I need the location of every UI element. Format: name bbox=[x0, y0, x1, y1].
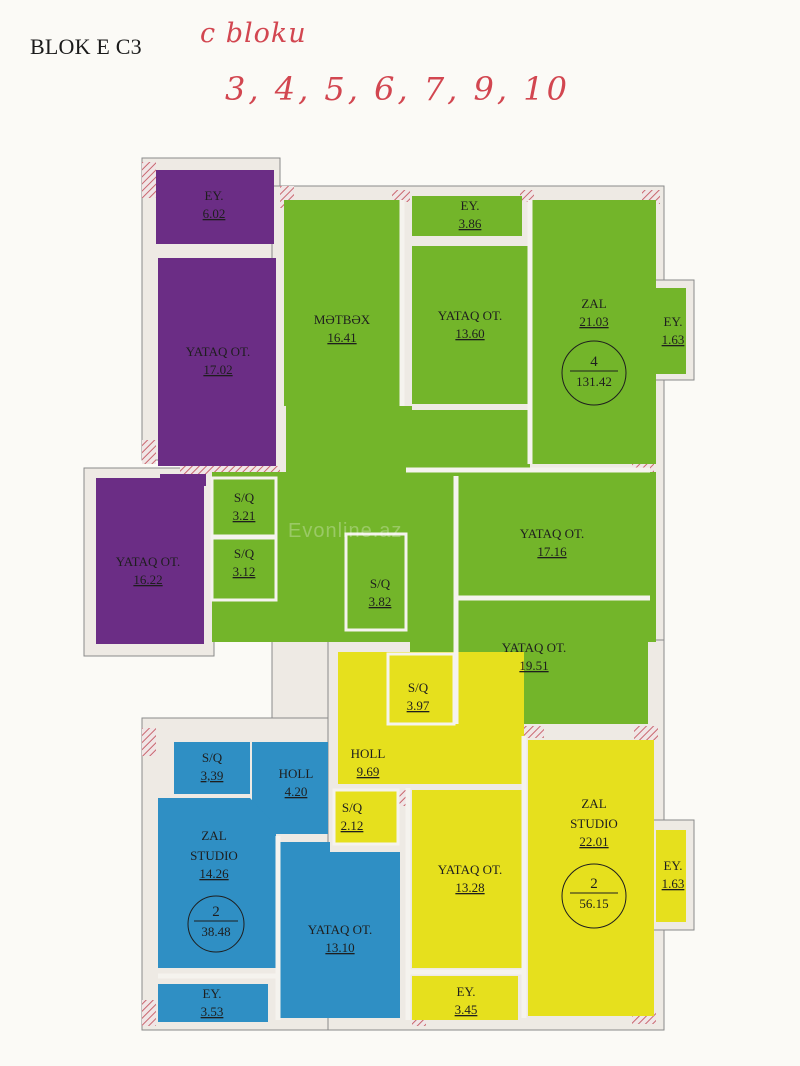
label-sq-397-area: 3.97 bbox=[407, 698, 430, 713]
label-zal-2103-area: 21.03 bbox=[579, 314, 608, 329]
label-ey-602-area: 6.02 bbox=[203, 206, 226, 221]
label-sq-339-area: 3,39 bbox=[201, 768, 224, 783]
room-sq-312 bbox=[210, 536, 278, 602]
room-ey-602 bbox=[156, 170, 274, 244]
label-sq-397-name: S/Q bbox=[408, 680, 429, 695]
label-ey-163-bottom-area: 1.63 bbox=[662, 876, 685, 891]
label-yataq-1622-name: YATAQ OT. bbox=[116, 554, 180, 569]
room-sq-212 bbox=[332, 788, 400, 846]
unit-green bbox=[210, 196, 686, 724]
room-sq-382 bbox=[344, 532, 408, 632]
green-corridor bbox=[286, 410, 530, 472]
unit-yellow-rooms: 2 bbox=[590, 876, 598, 892]
label-sq-212-area: 2.12 bbox=[341, 818, 364, 833]
label-zal-studio-1426-name2: STUDIO bbox=[190, 848, 238, 863]
room-yataq-1310 bbox=[280, 842, 400, 1018]
room-ey-345 bbox=[412, 976, 518, 1020]
unit-yellow-badge bbox=[561, 863, 627, 929]
label-ey-386-area: 3.86 bbox=[459, 216, 482, 231]
unit-blue bbox=[158, 742, 400, 1022]
label-ey-602-name: EY. bbox=[205, 188, 224, 203]
unit-green-badge bbox=[561, 340, 627, 406]
label-yataq-1951-area: 19.51 bbox=[519, 658, 548, 673]
handwritten-note-line1: c bloku bbox=[200, 18, 307, 49]
room-sq-339 bbox=[174, 742, 250, 794]
room-metbex bbox=[284, 200, 402, 406]
label-yataq-1328-name: YATAQ OT. bbox=[438, 862, 502, 877]
label-ey-386-name: EY. bbox=[461, 198, 480, 213]
label-sq-312-area: 3.12 bbox=[233, 564, 256, 579]
label-zal-studio-2201-area: 22.01 bbox=[579, 834, 608, 849]
label-zal-studio-1426-name1: ZAL bbox=[201, 828, 226, 843]
label-ey-163-top-name: EY. bbox=[664, 314, 683, 329]
room-yataq-1702 bbox=[158, 258, 276, 466]
unit-yellow-total: 56.15 bbox=[579, 896, 608, 911]
block-title: BLOK E C3 bbox=[30, 34, 142, 59]
unit-badge-labels: 4 131.42 2 56.15 2 38.48 bbox=[194, 354, 618, 939]
room-zal-studio-2201 bbox=[528, 740, 654, 1016]
label-yataq-1702-area: 17.02 bbox=[203, 362, 232, 377]
room-ey-353 bbox=[158, 984, 268, 1022]
label-holl-969-area: 9.69 bbox=[357, 764, 380, 779]
room-yataq-1622 bbox=[96, 478, 204, 644]
label-yataq-1310-area: 13.10 bbox=[325, 940, 354, 955]
unit-blue-badge bbox=[187, 895, 245, 953]
label-ey-345-name: EY. bbox=[457, 984, 476, 999]
room-zal-2103 bbox=[532, 200, 656, 464]
unit-purple bbox=[96, 170, 276, 644]
handwritten-note-line2: 3, 4, 5, 6, 7, 9, 10 bbox=[225, 70, 570, 108]
watermark: Evonline.az bbox=[288, 520, 403, 542]
unit-yellow bbox=[332, 652, 686, 1020]
room-ey-163-bottom bbox=[656, 830, 686, 922]
room-ey-163-top bbox=[656, 288, 686, 374]
label-sq-321-name: S/Q bbox=[234, 490, 255, 505]
room-sq-321 bbox=[210, 476, 278, 538]
label-yataq-1702-name: YATAQ OT. bbox=[186, 344, 250, 359]
label-zal-studio-2201-name2: STUDIO bbox=[570, 816, 618, 831]
label-holl-420-area: 4.20 bbox=[285, 784, 308, 799]
label-ey-345-area: 3.45 bbox=[455, 1002, 478, 1017]
label-ey-353-name: EY. bbox=[203, 986, 222, 1001]
label-yataq-1360-area: 13.60 bbox=[455, 326, 484, 341]
label-sq-382-name: S/Q bbox=[370, 576, 391, 591]
room-ey-386 bbox=[412, 196, 522, 236]
label-metbex-area: 16.41 bbox=[327, 330, 356, 345]
label-zal-studio-2201-name1: ZAL bbox=[581, 796, 606, 811]
label-holl-969-name: HOLL bbox=[351, 746, 386, 761]
label-sq-321-area: 3.21 bbox=[233, 508, 256, 523]
inner-walls bbox=[158, 200, 650, 1020]
label-yataq-1622-area: 16.22 bbox=[133, 572, 162, 587]
label-sq-339-name: S/Q bbox=[202, 750, 223, 765]
label-zal-2103-name: ZAL bbox=[581, 296, 606, 311]
label-sq-212-name: S/Q bbox=[342, 800, 363, 815]
unit-blue-total: 38.48 bbox=[201, 924, 230, 939]
label-yataq-1951-name: YATAQ OT. bbox=[502, 640, 566, 655]
room-zal-studio-1426 bbox=[158, 798, 276, 968]
label-holl-420-name: HOLL bbox=[279, 766, 314, 781]
label-ey-353-area: 3.53 bbox=[201, 1004, 224, 1019]
label-yataq-1328-area: 13.28 bbox=[455, 880, 484, 895]
label-yataq-1360-name: YATAQ OT. bbox=[438, 308, 502, 323]
label-sq-382-area: 3.82 bbox=[369, 594, 392, 609]
unit-blue-rooms: 2 bbox=[212, 904, 220, 920]
label-sq-312-name: S/Q bbox=[234, 546, 255, 561]
label-yataq-1310-name: YATAQ OT. bbox=[308, 922, 372, 937]
room-labels: EY. 6.02 YATAQ OT. 17.02 YATAQ OT. 16.22… bbox=[116, 188, 685, 1019]
label-ey-163-bottom-name: EY. bbox=[664, 858, 683, 873]
label-zal-studio-1426-area: 14.26 bbox=[199, 866, 229, 881]
unit-green-rooms: 4 bbox=[590, 354, 598, 370]
label-metbex-name: MƏTBƏX bbox=[314, 312, 371, 327]
room-yataq-1360 bbox=[412, 246, 530, 404]
room-yataq-1716 bbox=[458, 480, 648, 596]
unit-green-total: 131.42 bbox=[576, 374, 612, 389]
label-yataq-1716-area: 17.16 bbox=[537, 544, 567, 559]
label-yataq-1716-name: YATAQ OT. bbox=[520, 526, 584, 541]
room-yataq-1328 bbox=[412, 790, 524, 968]
label-ey-163-top-area: 1.63 bbox=[662, 332, 685, 347]
